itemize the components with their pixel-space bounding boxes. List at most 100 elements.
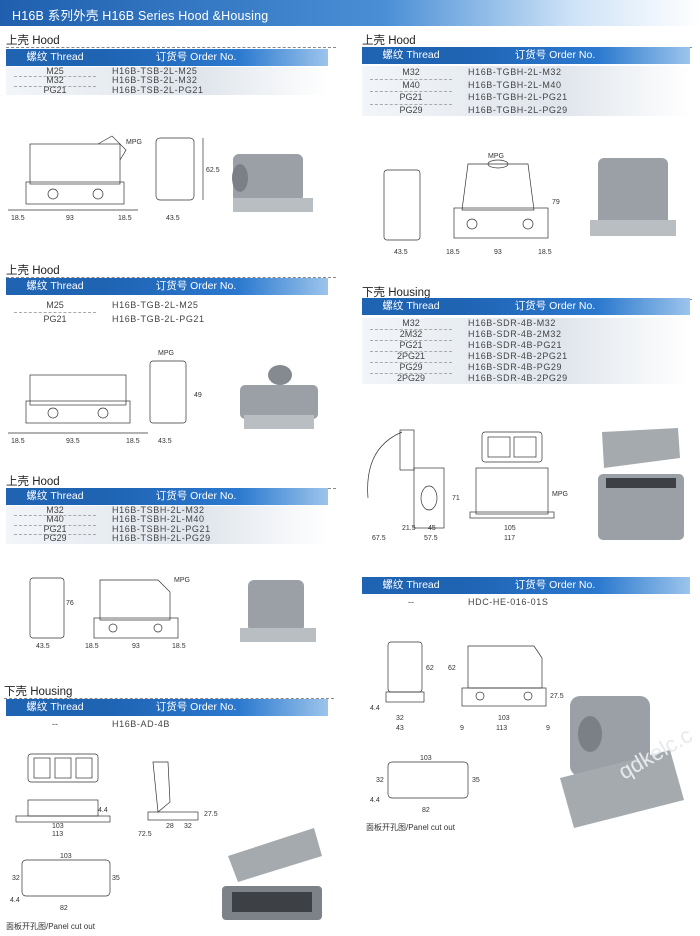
dim-f: MPG bbox=[126, 139, 142, 146]
svg-text:103: 103 bbox=[52, 823, 64, 830]
housing-1-drawing: 4.4 103 113 72.5 28 32 27.5 bbox=[15, 753, 218, 838]
svg-text:57.5: 57.5 bbox=[424, 535, 438, 542]
svg-text:103: 103 bbox=[420, 755, 432, 762]
svg-text:45: 45 bbox=[428, 525, 436, 532]
table-header: 螺纹 Thread 订货号 Order No. bbox=[362, 577, 690, 594]
table-row: --HDC-HE-016-01S bbox=[408, 597, 549, 607]
svg-text:72.5: 72.5 bbox=[138, 831, 152, 838]
svg-text:MPG: MPG bbox=[174, 577, 190, 584]
housing-2-photo bbox=[598, 428, 684, 540]
svg-text:43.5: 43.5 bbox=[158, 438, 172, 445]
order-table: --H16B-AD-4B bbox=[6, 718, 328, 731]
svg-text:62: 62 bbox=[426, 665, 434, 672]
svg-text:71: 71 bbox=[452, 495, 460, 502]
svg-text:MPG: MPG bbox=[158, 350, 174, 357]
svg-text:76: 76 bbox=[66, 600, 74, 607]
svg-text:4.4: 4.4 bbox=[98, 807, 108, 814]
svg-text:18.5: 18.5 bbox=[172, 643, 186, 650]
svg-text:67.5: 67.5 bbox=[372, 535, 386, 542]
svg-text:93: 93 bbox=[494, 249, 502, 256]
svg-text:18.5: 18.5 bbox=[446, 249, 460, 256]
banner-title: H16B 系列外壳 H16B Series Hood &Housing bbox=[12, 9, 269, 23]
svg-text:93.5: 93.5 bbox=[66, 438, 80, 445]
svg-text:4.4: 4.4 bbox=[10, 897, 20, 904]
housing-1-photo bbox=[222, 828, 322, 920]
page-banner: H16B 系列外壳 H16B Series Hood &Housing bbox=[0, 0, 700, 26]
hood-1-drawing: 18.5 93 18.5 MPG 62.5 43.5 bbox=[8, 135, 313, 222]
hood-4-photo bbox=[590, 158, 676, 236]
housing-2-drawing: 21.5 45 67.5 57.5 71 MPG 105 117 bbox=[367, 428, 684, 542]
svg-text:105: 105 bbox=[504, 525, 516, 532]
housing-3-drawing: 62 4.4 32 43 62 103 113 9 9 27.5 bbox=[370, 641, 564, 732]
svg-text:18.5: 18.5 bbox=[538, 249, 552, 256]
svg-text:43.5: 43.5 bbox=[36, 643, 50, 650]
svg-text:49: 49 bbox=[194, 392, 202, 399]
svg-text:79: 79 bbox=[552, 199, 560, 206]
table-header: 螺纹 Thread 订货号 Order No. bbox=[6, 699, 328, 716]
svg-text:27.5: 27.5 bbox=[550, 693, 564, 700]
hood-2-drawing: 18.5 93.5 18.5 MPG 49 43.5 bbox=[8, 350, 318, 445]
svg-text:117: 117 bbox=[504, 535, 515, 542]
order-header: 订货号 Order No. bbox=[104, 49, 328, 66]
svg-text:18.5: 18.5 bbox=[85, 643, 99, 650]
table-row: --H16B-AD-4B bbox=[52, 719, 171, 729]
svg-text:35: 35 bbox=[472, 777, 480, 784]
housing-3-photo: qdkelc.c bbox=[560, 696, 696, 828]
table-header: 螺纹 Thread 订货号 Order No. bbox=[6, 49, 328, 66]
svg-text:82: 82 bbox=[422, 807, 430, 814]
svg-text:62: 62 bbox=[448, 665, 456, 672]
svg-text:9: 9 bbox=[460, 725, 464, 732]
order-table: --HDC-HE-016-01S bbox=[362, 596, 690, 609]
svg-text:113: 113 bbox=[52, 831, 63, 838]
svg-text:43.5: 43.5 bbox=[394, 249, 408, 256]
table-header: 螺纹 Thread 订货号 Order No. bbox=[6, 278, 328, 295]
svg-text:113: 113 bbox=[496, 725, 507, 732]
svg-text:93: 93 bbox=[132, 643, 140, 650]
svg-text:9: 9 bbox=[546, 725, 550, 732]
thread-header: 螺纹 Thread bbox=[6, 49, 104, 66]
table-header: 螺纹 Thread 订货号 Order No. bbox=[6, 488, 328, 505]
svg-text:35: 35 bbox=[112, 875, 120, 882]
svg-text:32: 32 bbox=[184, 823, 192, 830]
panel-cutout-caption: 面板开孔图/Panel cut out bbox=[366, 823, 455, 832]
hood-3-drawing: 76 43.5 MPG 18.5 93 18.5 bbox=[29, 577, 316, 650]
svg-text:MPG: MPG bbox=[552, 491, 568, 498]
section-title-hood-1: 上壳 Hood bbox=[6, 32, 335, 48]
svg-text:32: 32 bbox=[396, 715, 404, 722]
hood-3-photo bbox=[240, 580, 316, 642]
table-header: 螺纹 Thread 订货号 Order No. bbox=[362, 298, 690, 315]
svg-text:32: 32 bbox=[12, 875, 20, 882]
dim-d: 62.5 bbox=[206, 167, 220, 174]
svg-text:103: 103 bbox=[60, 853, 72, 860]
section-title-hood-4: 上壳 Hood bbox=[362, 32, 691, 48]
svg-text:27.5: 27.5 bbox=[204, 811, 218, 818]
dim-c: 18.5 bbox=[118, 215, 132, 222]
svg-text:MPG: MPG bbox=[488, 153, 504, 160]
svg-text:21.5: 21.5 bbox=[402, 525, 416, 532]
panel-cutout-right: 103 35 32 4.4 82 bbox=[370, 755, 480, 814]
section-title-housing-1: 下壳 Housing bbox=[4, 683, 336, 699]
hood-2-photo bbox=[240, 365, 318, 429]
svg-text:32: 32 bbox=[376, 777, 384, 784]
panel-cutout-left: 103 35 32 4.4 82 bbox=[10, 853, 120, 912]
